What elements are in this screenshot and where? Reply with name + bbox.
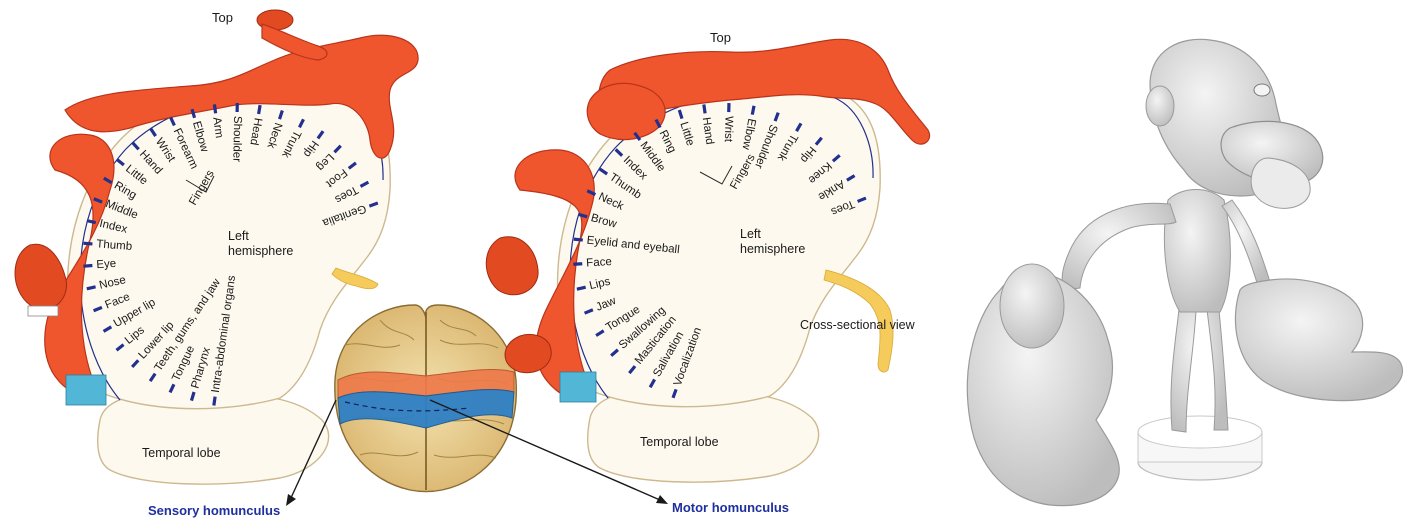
sculpture-ear — [1146, 86, 1174, 126]
motor-tongue-drawing — [505, 334, 551, 372]
sensory-top-label: Top — [212, 10, 233, 25]
sensory-tick-eye — [83, 266, 92, 267]
motor-hand-drawing — [587, 83, 665, 139]
sensory-tick-intra-abdominal-organs — [214, 397, 215, 406]
sensory-teeth-drawing — [28, 306, 58, 316]
motor-top-label: Top — [710, 30, 731, 45]
motor-throat-drawing — [560, 372, 596, 402]
sensory-tick-head — [259, 105, 260, 114]
sensory-leader-arrow — [286, 494, 296, 506]
sensory-label-eye: Eye — [96, 258, 117, 271]
sculpture-right-hand — [1235, 279, 1402, 401]
motor-label-face: Face — [586, 256, 612, 270]
motor-tick-hand — [704, 104, 705, 113]
motor-label-wrist: Wrist — [722, 116, 735, 143]
sensory-caption: Sensory homunculus — [148, 503, 280, 518]
sculpture-left-arm — [1062, 203, 1176, 290]
motor-tick-face — [573, 264, 582, 265]
sensory-throat-drawing — [66, 375, 106, 405]
motor-hemisphere-line-2: hemisphere — [740, 242, 805, 256]
brain-top-view — [335, 305, 517, 492]
sensory-mouth-drawing — [15, 244, 67, 309]
sculpture-torso — [1164, 190, 1230, 313]
sensory-tick-index — [87, 221, 96, 223]
motor-hemisphere-line-1: Left — [740, 227, 761, 241]
sculpture-left-thumb — [1000, 264, 1064, 348]
homunculus-sculpture-icon — [967, 39, 1402, 505]
sensory-hemisphere-line-1: Left — [228, 229, 249, 243]
sensory-tick-thumb — [83, 243, 92, 244]
cross-section-label: Cross-sectional view — [800, 318, 916, 332]
motor-mouth-drawing — [486, 237, 538, 295]
sculpture-base-top — [1138, 416, 1262, 448]
sensory-tick-nose — [87, 287, 96, 289]
motor-tick-eyelid-and-eyeball — [574, 239, 583, 240]
motor-leader-arrow — [656, 495, 668, 504]
motor-tick-lips — [577, 287, 586, 289]
sensory-label-shoulder: Shoulder — [230, 116, 243, 162]
sensory-hemisphere-line-2: hemisphere — [228, 244, 293, 258]
motor-temporal-label: Temporal lobe — [640, 435, 719, 449]
sensory-tick-arm — [214, 104, 215, 113]
sculpture-eye — [1254, 84, 1270, 96]
motor-tick-elbow — [752, 106, 754, 115]
sensory-temporal-label: Temporal lobe — [142, 446, 221, 460]
motor-caption: Motor homunculus — [672, 500, 789, 515]
sculpture-legs — [1171, 300, 1228, 432]
